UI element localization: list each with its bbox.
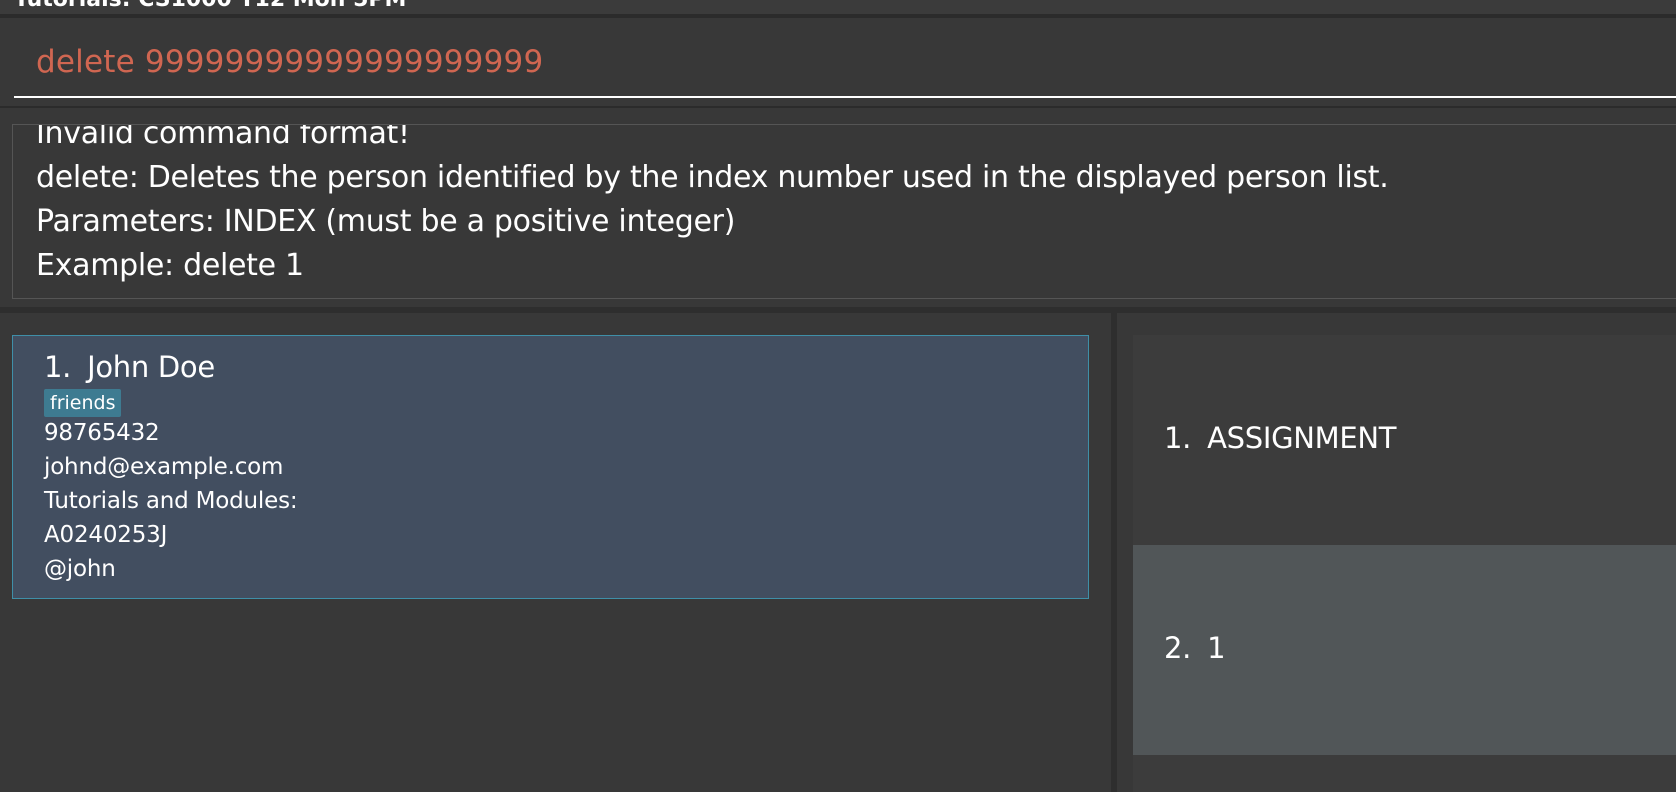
person-card[interactable]: 1. John Doe friends 98765432 johnd@exampl… — [12, 335, 1089, 599]
person-phone: 98765432 — [44, 420, 160, 446]
person-telegram: @john — [44, 556, 116, 582]
tutorial-label: Tutorials: CS1000 T12 Mon 5PM — [14, 0, 406, 12]
person-name-text: John Doe — [87, 350, 215, 384]
result-line: Invalid command format! — [36, 124, 410, 151]
tutorials-label: Tutorials and Modules: — [44, 488, 298, 514]
assignment-index: 1. — [1164, 421, 1192, 455]
assignment-item-empty — [1133, 755, 1676, 792]
command-input[interactable] — [36, 42, 1636, 82]
person-student-id: A0240253J — [44, 522, 168, 548]
assignment-name: 1 — [1207, 631, 1226, 665]
tag-badge: friends — [44, 389, 122, 417]
result-line: delete: Deletes the person identified by… — [36, 160, 1389, 195]
panel-splitter[interactable] — [1111, 313, 1117, 792]
result-line: Parameters: INDEX (must be a positive in… — [36, 204, 736, 239]
assignment-label: 2.1 — [1164, 631, 1226, 665]
person-index: 1. — [44, 350, 72, 384]
result-display[interactable]: Invalid command format! delete: Deletes … — [12, 124, 1676, 299]
assignment-label: 1. ASSIGNMENT — [1164, 421, 1397, 455]
person-email: johnd@example.com — [44, 454, 284, 480]
tutorial-label-bar: Tutorials: CS1000 T12 Mon 5PM — [0, 0, 1676, 14]
assignment-item[interactable]: 1. ASSIGNMENT — [1133, 335, 1676, 545]
top-divider — [0, 14, 1676, 18]
divider — [0, 106, 1676, 108]
result-line: Example: delete 1 — [36, 248, 304, 283]
person-list-panel: 1. John Doe friends 98765432 johnd@exampl… — [0, 313, 1111, 792]
assignment-list-panel: 1.ASSIGNMENT 2.1 — [1117, 313, 1676, 792]
section-divider — [0, 307, 1676, 313]
assignment-item[interactable]: 2.1 — [1133, 545, 1676, 755]
command-box — [14, 18, 1676, 98]
result-text: Invalid command format! delete: Deletes … — [36, 124, 1389, 288]
person-name: 1. John Doe — [44, 350, 215, 384]
assignment-name: ASSIGNMENT — [1207, 421, 1397, 455]
assignment-index: 2. — [1164, 631, 1192, 665]
